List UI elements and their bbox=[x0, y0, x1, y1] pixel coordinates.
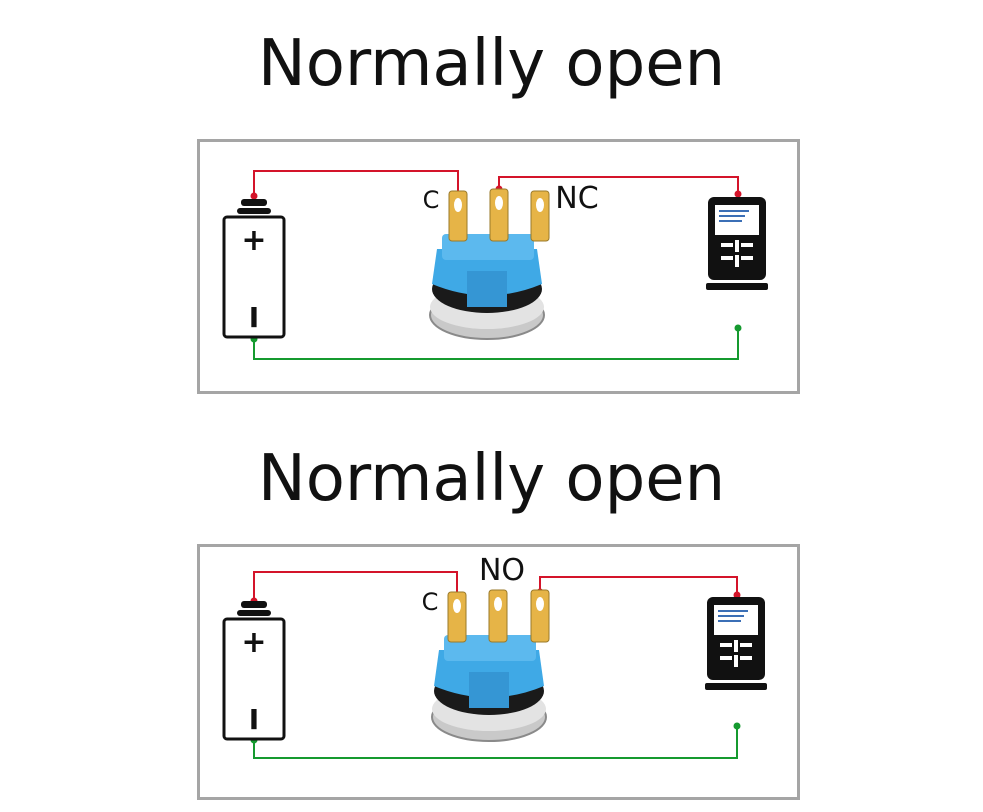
wire-node bbox=[733, 722, 741, 730]
common-terminal-label: C bbox=[423, 186, 440, 214]
battery-minus-label: I bbox=[249, 301, 259, 334]
push-button-switch-icon bbox=[431, 589, 550, 742]
wire-node bbox=[734, 190, 742, 198]
common-terminal-label: C bbox=[422, 588, 439, 616]
terminal-device-icon bbox=[706, 197, 768, 290]
positive-wire bbox=[253, 571, 458, 601]
negative-wire bbox=[253, 328, 739, 360]
positive-wire bbox=[253, 170, 459, 196]
no-terminal-label: NO bbox=[479, 553, 525, 588]
terminal-device-icon bbox=[705, 597, 767, 690]
battery-icon bbox=[222, 601, 286, 741]
wiring-diagram-nc: + I C NC bbox=[197, 139, 800, 394]
battery-plus-label: + bbox=[241, 625, 266, 660]
wiring-diagram-no: + I C NO bbox=[197, 544, 800, 800]
wire-node bbox=[250, 192, 258, 200]
wire-node bbox=[734, 324, 742, 332]
contact-wire bbox=[539, 576, 738, 595]
negative-wire bbox=[253, 726, 738, 759]
battery-plus-label: + bbox=[241, 223, 266, 258]
nc-terminal-label: NC bbox=[555, 181, 598, 216]
diagram-title-1: Normally open bbox=[257, 27, 726, 101]
wire-node bbox=[733, 591, 741, 599]
battery-minus-label: I bbox=[249, 703, 259, 736]
wiring-diagram-svg-1: + I C NC bbox=[222, 170, 768, 360]
wiring-diagram-svg-2: + I C NO bbox=[222, 553, 767, 759]
battery-icon bbox=[222, 199, 286, 339]
diagram-title-2: Normally open bbox=[257, 442, 726, 516]
contact-wire bbox=[498, 176, 739, 195]
push-button-switch-icon bbox=[429, 188, 550, 340]
